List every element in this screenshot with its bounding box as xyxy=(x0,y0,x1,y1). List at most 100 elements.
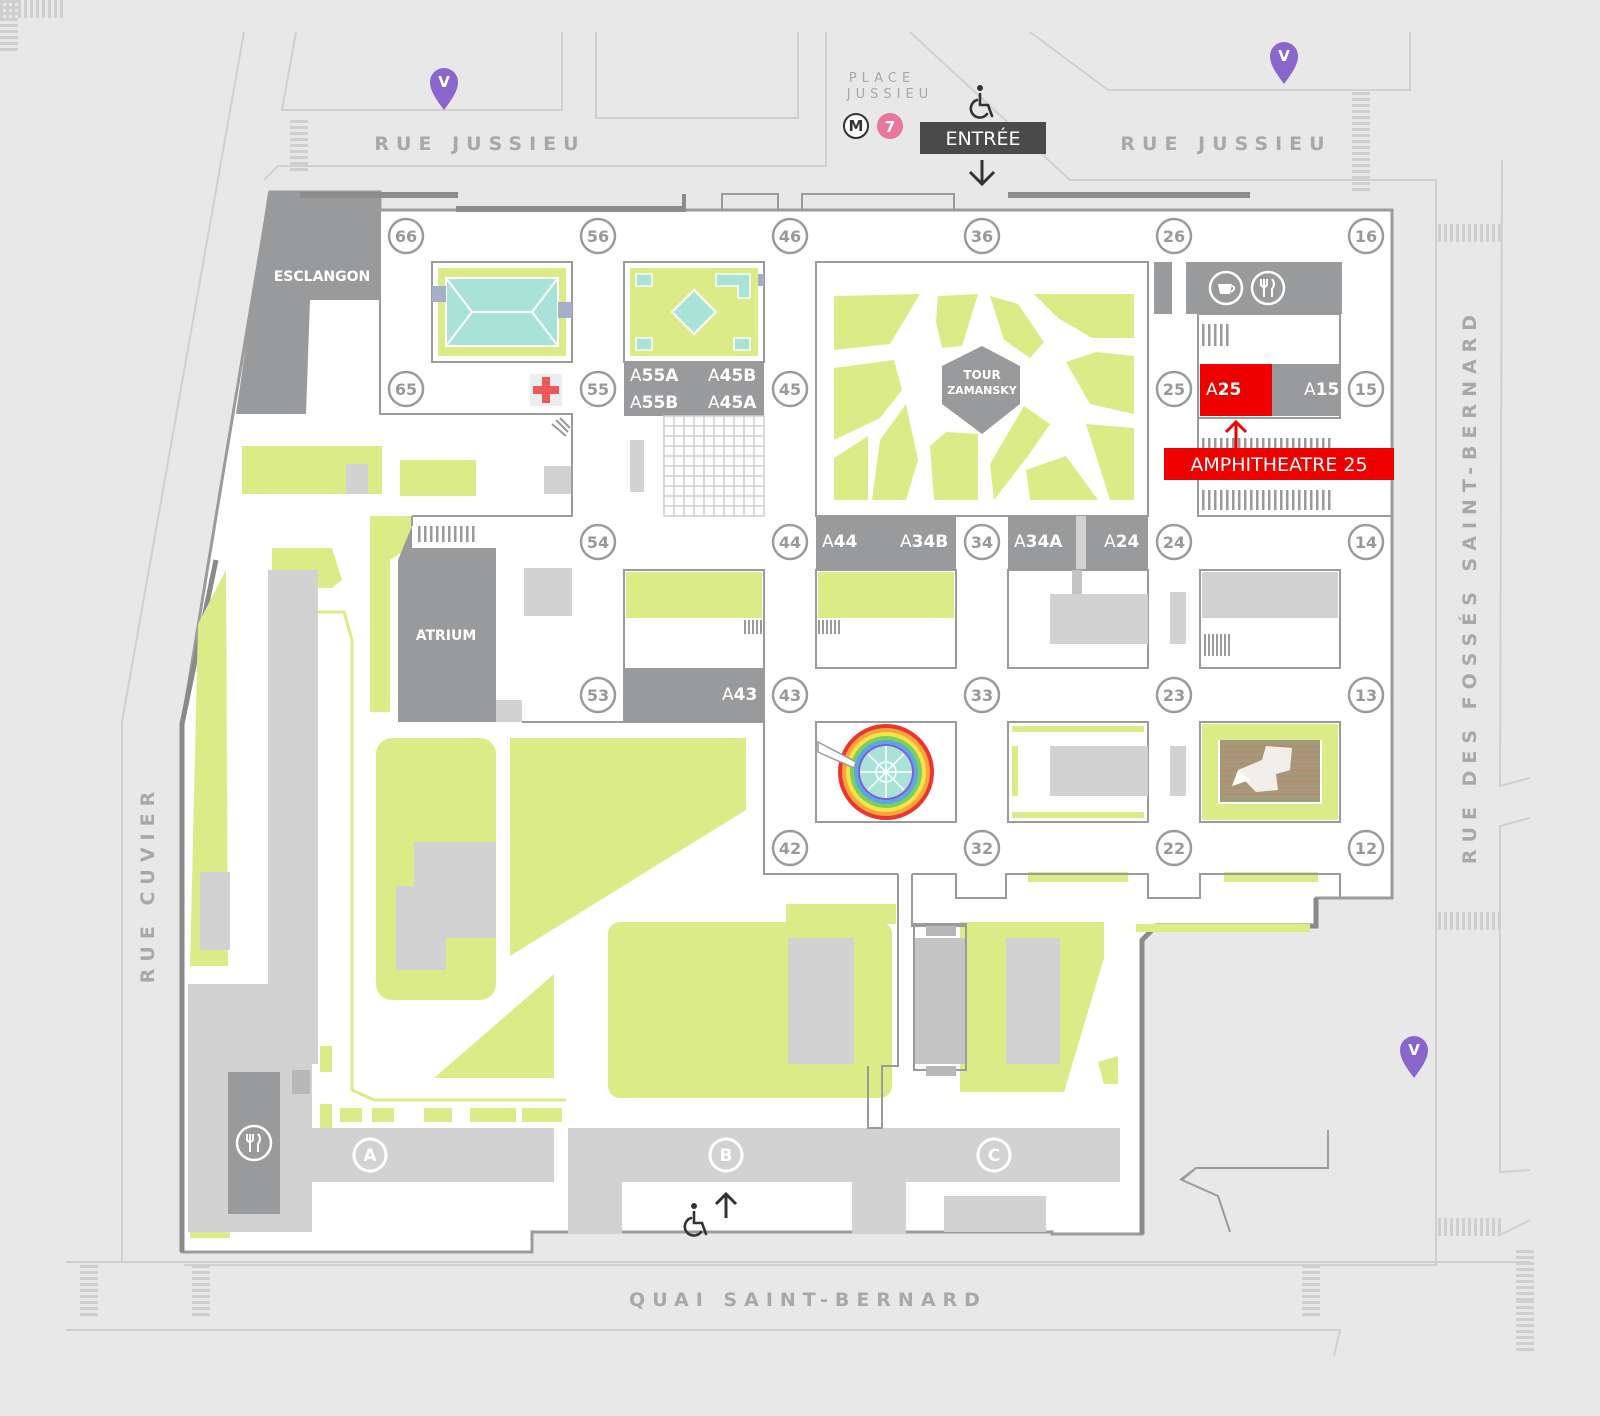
tower-node-label: 24 xyxy=(1163,533,1185,552)
zone-marker-label: B xyxy=(720,1146,733,1166)
tower-node-label: 14 xyxy=(1355,533,1377,552)
entrance-sign[interactable] xyxy=(920,122,1046,154)
fork-knife-icon xyxy=(235,1124,273,1162)
courtyard-66-55 xyxy=(431,261,573,363)
courtyard-43-33-rainbow xyxy=(815,721,957,823)
coffee-icon xyxy=(1208,270,1244,306)
amphi-label-15[interactable]: A15 xyxy=(1304,380,1339,400)
tower-node-label: 65 xyxy=(395,380,417,399)
first-aid-icon xyxy=(530,374,562,406)
tower-node-34: 34 xyxy=(963,523,1001,561)
east-wall xyxy=(1139,898,1319,1234)
arrow-to-amphi-25 xyxy=(1224,419,1248,448)
tower-node-label: 43 xyxy=(779,686,801,705)
zone-marker-c: C xyxy=(976,1137,1012,1173)
amphi-block-44-34b xyxy=(816,516,956,570)
tower-node-26: 26 xyxy=(1155,217,1193,255)
amphi-block-15 xyxy=(1272,364,1340,416)
street-quai-saint-bernard: QUAI SAINT-BERNARD xyxy=(629,1289,987,1311)
amphitheatre-25-callout-label: AMPHITHEATRE 25 xyxy=(1190,454,1367,476)
tower-node-label: 34 xyxy=(971,533,993,552)
south-entrance-arrow-icon xyxy=(714,1191,738,1218)
street-rue-jussieu-west: RUE JUSSIEU xyxy=(374,133,585,155)
tower-node-label: 25 xyxy=(1163,380,1185,399)
amphi-label-24[interactable]: A24 xyxy=(1104,532,1139,552)
amphi-label-25[interactable]: A25 xyxy=(1206,380,1241,400)
atrium-fade xyxy=(496,700,522,722)
tower-node-15: 15 xyxy=(1347,370,1385,408)
stairs-55 xyxy=(551,417,571,437)
pillar-24 xyxy=(1170,592,1186,644)
tower-node-25: 25 xyxy=(1155,370,1193,408)
amphi-label-55b[interactable]: A55B xyxy=(630,393,678,413)
tower-node-label: 32 xyxy=(971,839,993,858)
amphi-label-45b[interactable]: A45B xyxy=(708,366,756,386)
tower-node-56: 56 xyxy=(579,217,617,255)
tower-node-label: 16 xyxy=(1355,227,1377,246)
courtyard-54-44 xyxy=(623,569,765,723)
amphi-block-34a xyxy=(1008,516,1076,570)
tower-node-label: 26 xyxy=(1163,227,1185,246)
velib-pin-icon xyxy=(430,68,458,110)
tower-node-45: 45 xyxy=(771,370,809,408)
tower-node-16: 16 xyxy=(1347,217,1385,255)
street-rue-jussieu-east: RUE JUSSIEU xyxy=(1120,133,1331,155)
tower-node-46: 46 xyxy=(771,217,809,255)
svg-text:7: 7 xyxy=(885,118,895,136)
amphi-label-44[interactable]: A44 xyxy=(822,532,857,552)
courtyard-56-46 xyxy=(623,261,765,363)
amphi-25-highlight[interactable] xyxy=(1200,364,1272,416)
tower-node-label: 44 xyxy=(779,533,801,552)
tower-node-14: 14 xyxy=(1347,523,1385,561)
south-buildings xyxy=(188,440,1120,1234)
tower-node-label: 33 xyxy=(971,686,993,705)
entrance-label: ENTRÉE xyxy=(945,127,1020,150)
amphi-label-34b[interactable]: A34B xyxy=(900,532,948,552)
tower-node-label: 12 xyxy=(1355,839,1377,858)
tower-node-36: 36 xyxy=(963,217,1001,255)
tower-node-label: 56 xyxy=(587,227,609,246)
amphi-block-grid xyxy=(663,415,765,517)
tower-node-label: 45 xyxy=(779,380,801,399)
atrium-label: ATRIUM xyxy=(416,628,477,644)
tower-node-label: 13 xyxy=(1355,686,1377,705)
tower-node-label: 22 xyxy=(1163,839,1185,858)
street-rue-cuvier: RUE CUVIER xyxy=(137,785,159,983)
tower-node-23: 23 xyxy=(1155,676,1193,714)
esclangon-building xyxy=(236,192,380,414)
amphitheatre-25-callout[interactable] xyxy=(1164,448,1394,480)
tower-node-44: 44 xyxy=(771,523,809,561)
courtyard-44-34 xyxy=(815,569,957,669)
pillar-23 xyxy=(1170,746,1186,796)
north-facade-outline xyxy=(721,193,955,211)
tower-node-label: 42 xyxy=(779,839,801,858)
amphi-label-43[interactable]: A43 xyxy=(722,685,757,705)
place-jussieu-label-1: PLACE xyxy=(849,71,915,86)
amphi-label-34a[interactable]: A34A xyxy=(1014,532,1063,552)
zone-markers: A B C xyxy=(352,1137,1012,1173)
tower-node-label: 54 xyxy=(587,533,609,552)
zone-marker-a: A xyxy=(352,1137,388,1173)
street-rue-des-fosses: RUE DES FOSSÉS SAINT-BERNARD xyxy=(1458,308,1481,864)
tower-node-label: 55 xyxy=(587,380,609,399)
metro-icon: M xyxy=(843,113,869,139)
tower-node-55: 55 xyxy=(579,370,617,408)
courtyard-24-14 xyxy=(1199,569,1341,669)
amphi-block-55-45 xyxy=(624,362,764,416)
tower-node-label: 15 xyxy=(1355,380,1377,399)
amphi-label-55a[interactable]: A55A xyxy=(630,366,679,386)
esclangon-stairs xyxy=(322,304,336,318)
amphi-label-45a[interactable]: A45A xyxy=(708,393,757,413)
tower-node-label: 66 xyxy=(395,227,417,246)
tower-node-12: 12 xyxy=(1347,829,1385,867)
tower-node-13: 13 xyxy=(1347,676,1385,714)
courtyard-33-23 xyxy=(1007,721,1149,823)
crosswalks xyxy=(0,0,1534,1351)
tower-node-label: 36 xyxy=(971,227,993,246)
zamansky-courtyard: TOUR ZAMANSKY xyxy=(815,261,1149,517)
fork-knife-icon xyxy=(1250,270,1286,306)
tour-zamansky-label-1: TOUR xyxy=(963,368,1000,382)
tower-node-33: 33 xyxy=(963,676,1001,714)
tower-node-65: 65 xyxy=(387,370,425,408)
